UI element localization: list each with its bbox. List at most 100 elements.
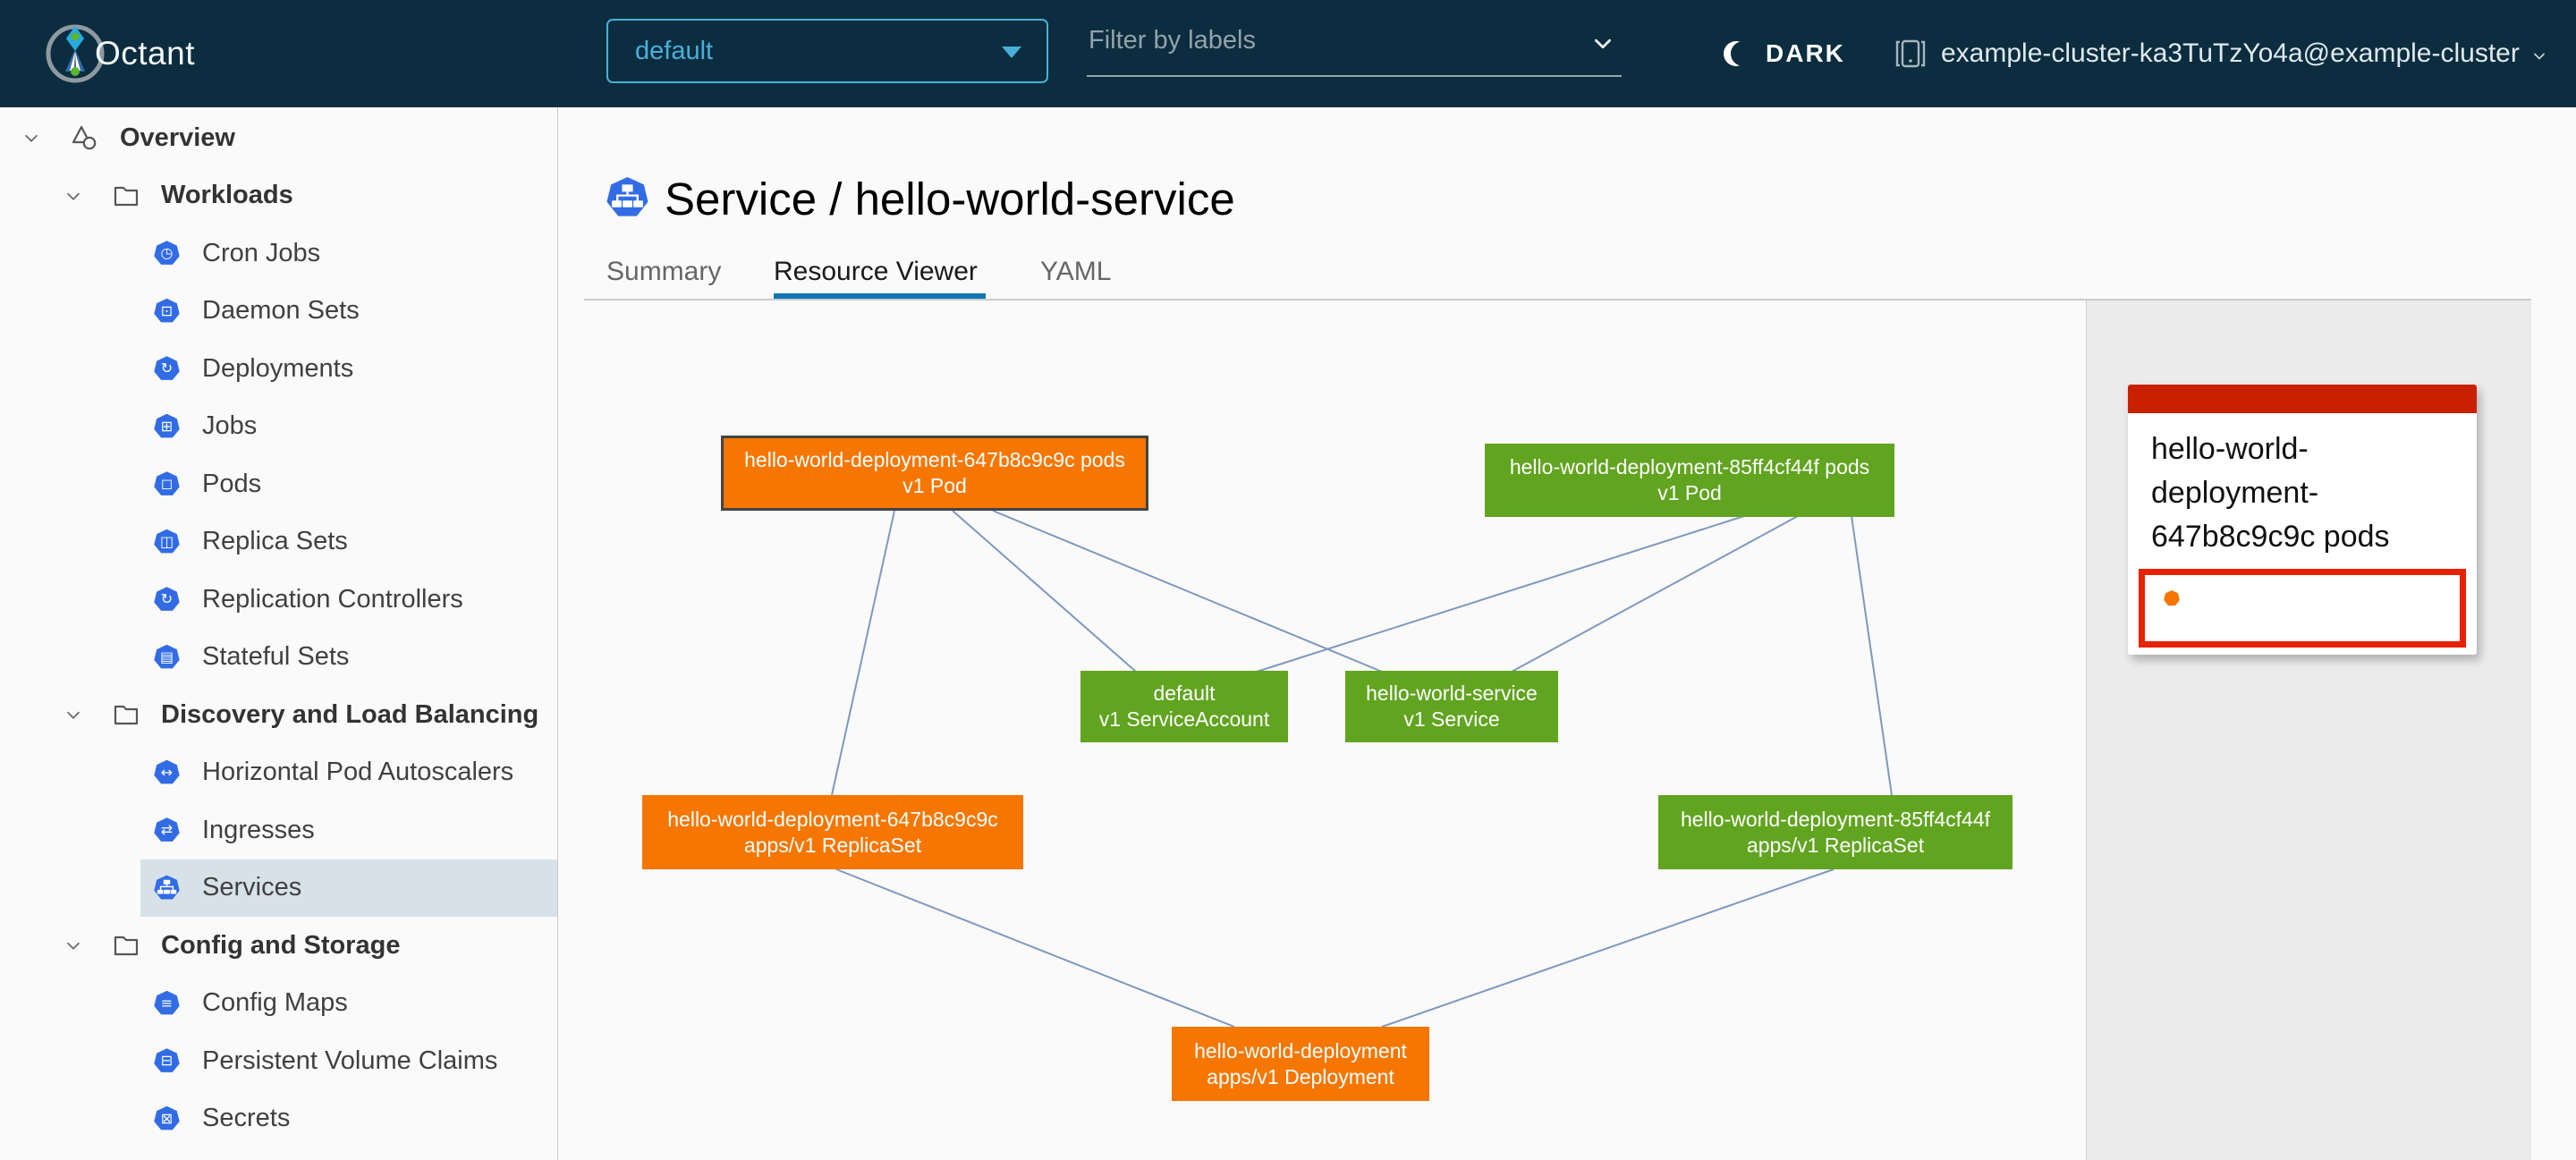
secrets-glyph: ⊠ — [160, 1109, 174, 1127]
sidebar-item-label: Replication Controllers — [202, 584, 463, 614]
sidebar-item-label: Pods — [202, 469, 262, 498]
tab-resource-viewer[interactable]: Resource Viewer — [774, 257, 978, 286]
sidebar-item-replica-sets[interactable]: ◫ Replica Sets — [0, 513, 557, 572]
replication-controllers-glyph: ↻ — [160, 590, 174, 608]
sidebar-item-secrets[interactable]: ⊠ Secrets — [0, 1090, 557, 1148]
sidebar-item-deployments[interactable]: ↻Deployments — [0, 340, 557, 398]
graph-node-label: hello-world-deployment-647b8c9c9c — [667, 807, 998, 831]
sidebar-item-label: Config and Storage — [161, 930, 401, 960]
sidebar-item-horizontal-pod-autoscalers[interactable]: ↔ Horizontal Pod Autoscalers — [0, 744, 557, 802]
graph-edge — [1381, 868, 1835, 1028]
graph-node-label: hello-world-deployment-85ff4cf44f pods — [1509, 455, 1870, 478]
tab-yaml[interactable]: YAML — [1040, 257, 1112, 286]
sidebar-item-label: Ingresses — [202, 815, 315, 844]
selected-resource-title: hello-world-deployment-647b8c9c9c pods — [2151, 432, 2390, 554]
page-title-text: Service / hello-world-service — [665, 174, 1235, 224]
sidebar-item-services[interactable]: Services — [0, 859, 557, 917]
sidebar-item-label: Cron Jobs — [202, 238, 321, 267]
sidebar-item-label: Workloads — [161, 181, 293, 210]
sidebar-item-workloads[interactable]: Workloads — [0, 167, 557, 225]
sidebar-item-label: Secrets — [202, 1104, 291, 1133]
context-switcher[interactable]: example-cluster-ka3TuTzYo4a@example-clus… — [1894, 0, 2548, 107]
jobs-icon: ⊞ — [154, 413, 180, 438]
sidebar-item-label: Discovery and Load Balancing — [161, 699, 539, 729]
ingresses-icon: ⇄ — [154, 817, 180, 842]
graph-edge — [1851, 515, 1893, 796]
sidebar-item-config-and-storage[interactable]: Config and Storage — [0, 917, 557, 975]
graph-node-label: apps/v1 ReplicaSet — [743, 833, 922, 857]
horizontal-pod-autoscalers-icon: ↔ — [154, 759, 180, 784]
sidebar-item-persistent-volume-claims[interactable]: ⊟ Persistent Volume Claims — [0, 1032, 557, 1090]
selected-resource-card: hello-world-deployment-647b8c9c9c pods — [2128, 385, 2477, 655]
objects-icon — [72, 126, 97, 150]
pods-icon: ◻ — [154, 471, 180, 495]
sidebar-item-replication-controllers[interactable]: ↻ Replication Controllers — [0, 571, 557, 629]
daemon-sets-glyph: ⊡ — [160, 301, 174, 319]
persistent-volume-claims-glyph: ⊟ — [160, 1052, 174, 1070]
sidebar-item-label: Jobs — [202, 411, 258, 441]
graph-node-label: hello-world-service — [1366, 682, 1538, 705]
pod-status-dot — [2164, 590, 2180, 606]
namespace-dropdown[interactable]: default — [606, 19, 1048, 83]
graph-edge — [1256, 515, 1745, 673]
chevron-down-icon[interactable] — [64, 936, 83, 955]
daemon-sets-icon: ⊡ — [154, 298, 180, 323]
context-chevron-down-icon — [2533, 53, 2545, 60]
sidebar-item-label: Deployments — [202, 353, 354, 383]
sidebar-item-label: Persistent Volume Claims — [202, 1046, 498, 1075]
sidebar-item-cron-jobs[interactable]: ◷ Cron Jobs — [0, 224, 557, 283]
sidebar-item-label: Replica Sets — [202, 527, 348, 556]
persistent-volume-claims-icon: ⊟ — [154, 1048, 180, 1072]
label-filter-input[interactable] — [1087, 25, 1573, 56]
sidebar-item-ingresses[interactable]: ⇄ Ingresses — [0, 801, 557, 859]
cron-jobs-glyph: ◷ — [160, 244, 174, 262]
chevron-down-icon[interactable] — [64, 186, 83, 206]
chevron-down-icon[interactable] — [64, 705, 83, 724]
tab-bar: Summary Resource Viewer YAML — [559, 250, 2576, 301]
folder-icon — [114, 936, 139, 956]
service-icon — [606, 176, 648, 216]
moon-icon — [1724, 41, 1753, 66]
sidebar-item-label: Stateful Sets — [202, 642, 350, 672]
graph-node-label: v1 Service — [1403, 707, 1500, 731]
graph-node-label: apps/v1 ReplicaSet — [1746, 833, 1925, 857]
graph-node-label: v1 ServiceAccount — [1098, 707, 1270, 731]
chevron-down-icon[interactable] — [21, 128, 41, 148]
sidebar-item-pods[interactable]: ◻ Pods — [0, 455, 557, 513]
sidebar-item-jobs[interactable]: ⊞ Jobs — [0, 398, 557, 456]
pod-status-box[interactable] — [2139, 569, 2466, 648]
folder-icon — [114, 706, 139, 725]
sidebar-item-discovery-and-load-balancing[interactable]: Discovery and Load Balancing — [0, 686, 557, 744]
service-icon — [154, 875, 180, 900]
sidebar-item-stateful-sets[interactable]: ▤Stateful Sets — [0, 629, 557, 687]
cluster-icon — [1895, 39, 1926, 68]
replication-controllers-icon: ↻ — [154, 587, 180, 611]
theme-toggle[interactable]: DARK — [1721, 0, 1845, 107]
graph-node-label: apps/v1 Deployment — [1207, 1064, 1394, 1088]
sidebar-item-config-maps[interactable]: ≡Config Maps — [0, 975, 557, 1033]
sidebar-item-label: Horizontal Pod Autoscalers — [202, 758, 514, 787]
sidebar-item-overview[interactable]: Overview — [0, 109, 557, 167]
filter-chevron-down-icon[interactable] — [1591, 32, 1614, 55]
octant-logo-icon — [46, 24, 105, 83]
sidebar-item-label: Config Maps — [202, 988, 348, 1018]
replica-sets-glyph: ◫ — [159, 532, 174, 550]
namespace-dropdown-value: default — [635, 37, 714, 65]
sidebar-item-daemon-sets[interactable]: ⊡Daemon Sets — [0, 283, 557, 341]
card-status-bar — [2128, 385, 2477, 413]
sidebar-item-label: Services — [202, 873, 302, 902]
tab-summary[interactable]: Summary — [606, 257, 722, 286]
main-content: Service / hello-world-service Summary Res… — [559, 107, 2576, 1160]
graph-edge — [835, 868, 1235, 1028]
context-name: example-cluster-ka3TuTzYo4a@example-clus… — [1941, 38, 2520, 68]
